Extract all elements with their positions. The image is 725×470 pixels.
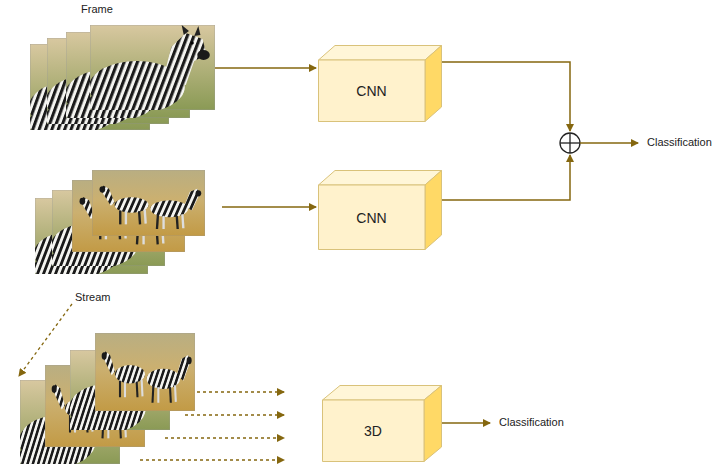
cube-front: [323, 400, 425, 462]
cube-top: [319, 171, 442, 186]
cube-box: CNN: [318, 170, 442, 250]
output-label: Classification: [646, 136, 713, 148]
cube-side: [425, 46, 442, 122]
cube-box: CNN: [318, 45, 442, 122]
cube-side: [425, 171, 442, 250]
cube-front: [319, 185, 426, 250]
cube-box: 3D: [322, 385, 442, 462]
cube-label: CNN: [356, 83, 386, 99]
cube-top: [323, 386, 442, 401]
stack-caption: Stream: [74, 291, 111, 303]
cube-front: [319, 60, 426, 122]
cube-side: [424, 386, 442, 462]
output-label: Classification: [498, 416, 565, 428]
cube-shape: [322, 385, 442, 462]
cube-label: CNN: [356, 210, 386, 226]
stack-caption: Frame: [80, 3, 114, 15]
cube-top: [319, 46, 442, 61]
cube-label: 3D: [364, 423, 382, 439]
